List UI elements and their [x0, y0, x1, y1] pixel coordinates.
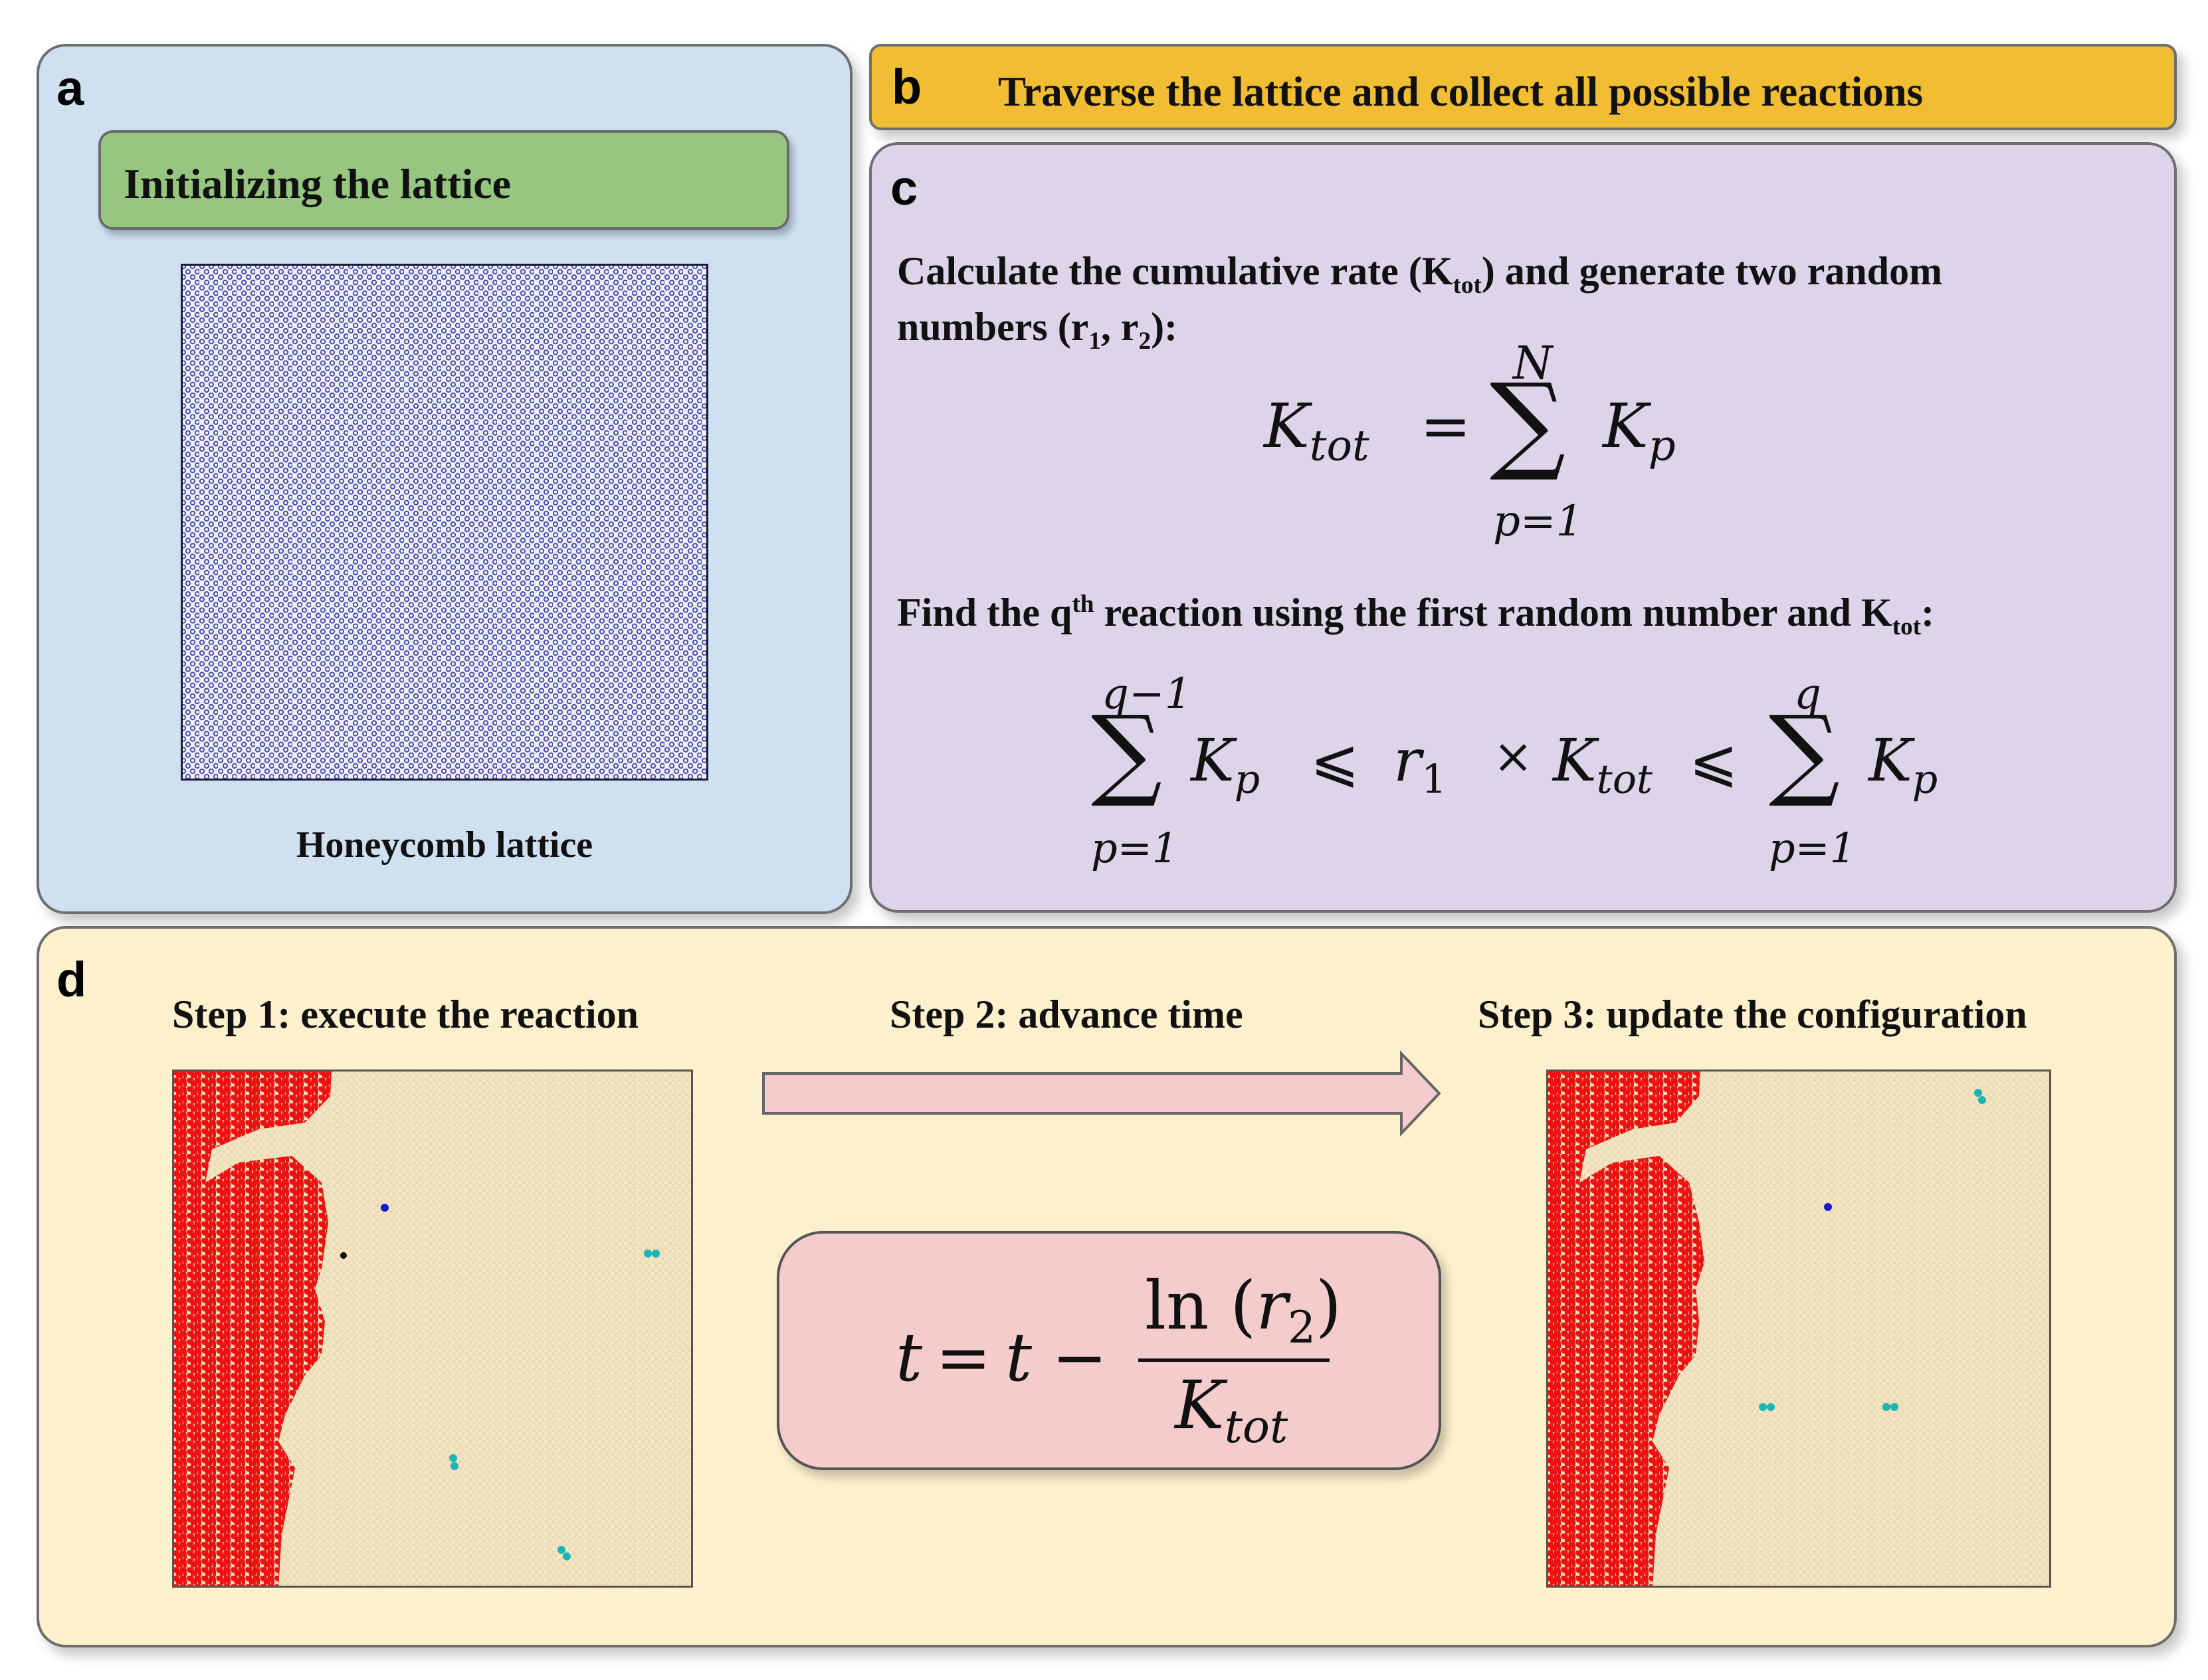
eq-equals: =: [936, 1319, 991, 1396]
line1-a: Calculate the cumulative rate (K: [897, 249, 1453, 293]
panel-b-title: Traverse the lattice and collect all pos…: [998, 68, 1924, 115]
eq2-leq2: ⩽: [1689, 726, 1738, 794]
panel-a-letter: a: [56, 60, 84, 116]
eq1-lower: p=1: [1493, 497, 1583, 546]
time-advance-equation: t = t − ln (r2) Ktot: [896, 1267, 1361, 1453]
line2-sub2: 2: [1138, 327, 1152, 355]
red-domain-step3: [1546, 1070, 1704, 1588]
eq-denominator: Ktot: [1175, 1366, 1288, 1453]
step-arrow: [762, 1050, 1441, 1137]
honeycomb-lattice-image: [181, 264, 708, 781]
lattice-init-header-text: Initializing the lattice: [124, 160, 512, 207]
lattice-init-header: Initializing the lattice: [98, 130, 789, 230]
panel-b: b Traverse the lattice and collect all p…: [869, 44, 2177, 130]
eq2-r: r1: [1393, 726, 1447, 803]
eq1-lhs: Ktot: [1264, 391, 1369, 471]
panel-d: d Step 1: execute the reaction Step 2: a…: [37, 926, 2177, 1647]
line2-c: ):: [1151, 305, 1178, 349]
panel-c-letter: c: [890, 160, 918, 215]
eq1-term: Kp: [1603, 391, 1676, 471]
cumulative-rate-text: Calculate the cumulative rate (Ktot) and…: [897, 243, 1942, 355]
eq2-times: ×: [1493, 728, 1534, 784]
eq2-term1: Kp: [1191, 726, 1260, 803]
line1-sub: tot: [1453, 272, 1482, 299]
eq2-lower2: p=1: [1769, 824, 1857, 872]
eq-t1: t: [896, 1319, 923, 1396]
eq1-upper: N: [1513, 337, 1553, 390]
eq-minus: −: [1052, 1319, 1108, 1396]
panel-d-letter: d: [56, 952, 87, 1007]
eq1-equals: =: [1420, 391, 1472, 462]
red-domain-step1: [172, 1070, 332, 1588]
qth-reaction-inequality: q−1 ∑ p=1 Kp ⩽ r1 × Ktot ⩽ q ∑ p=1 Kp: [1091, 670, 1968, 895]
line2-a: numbers (r: [897, 305, 1089, 349]
line1-b: ) and generate two random: [1481, 249, 1943, 293]
eq2-lower1: p=1: [1091, 824, 1179, 872]
eq2-sigma2: ∑: [1769, 695, 1841, 810]
eq-numerator: ln (r2): [1145, 1267, 1342, 1353]
eq2-term2: Kp: [1868, 726, 1938, 803]
line2-b: , r: [1100, 305, 1139, 349]
fraction-bar: [1138, 1358, 1330, 1362]
blue-atom: [381, 1204, 389, 1212]
step1-configuration-snapshot: [172, 1070, 693, 1588]
eq1-sigma: ∑: [1490, 360, 1566, 484]
panel-a: a Initializing the lattice Honeycomb lat…: [37, 44, 853, 914]
line2-sub1: 1: [1088, 327, 1101, 355]
honeycomb-lattice-caption: Honeycomb lattice: [296, 824, 593, 866]
eq2-leq1: ⩽: [1310, 726, 1359, 794]
blue-atom-step3: [1824, 1203, 1832, 1211]
step3-configuration-snapshot: [1546, 1070, 2051, 1588]
eq2-sigma1: ∑: [1091, 695, 1163, 810]
ktot-equation: Ktot = N ∑ p=1 Kp: [1264, 337, 1729, 557]
time-advance-equation-box: t = t − ln (r2) Ktot: [777, 1231, 1441, 1470]
step1-label: Step 1: execute the reaction: [172, 992, 639, 1036]
eq2-k: Ktot: [1553, 726, 1653, 803]
eq2-upper1: q−1: [1102, 670, 1192, 719]
eq-t2: t: [1005, 1319, 1033, 1396]
panel-b-letter: b: [892, 59, 922, 114]
qth-reaction-text: Find the qth reaction using the first ra…: [897, 591, 1935, 640]
panel-c: c Calculate the cumulative rate (Ktot) a…: [869, 142, 2177, 913]
eq2-upper2: q: [1794, 670, 1821, 719]
step2-label: Step 2: advance time: [890, 992, 1243, 1036]
step3-label: Step 3: update the configuration: [1478, 992, 2027, 1036]
